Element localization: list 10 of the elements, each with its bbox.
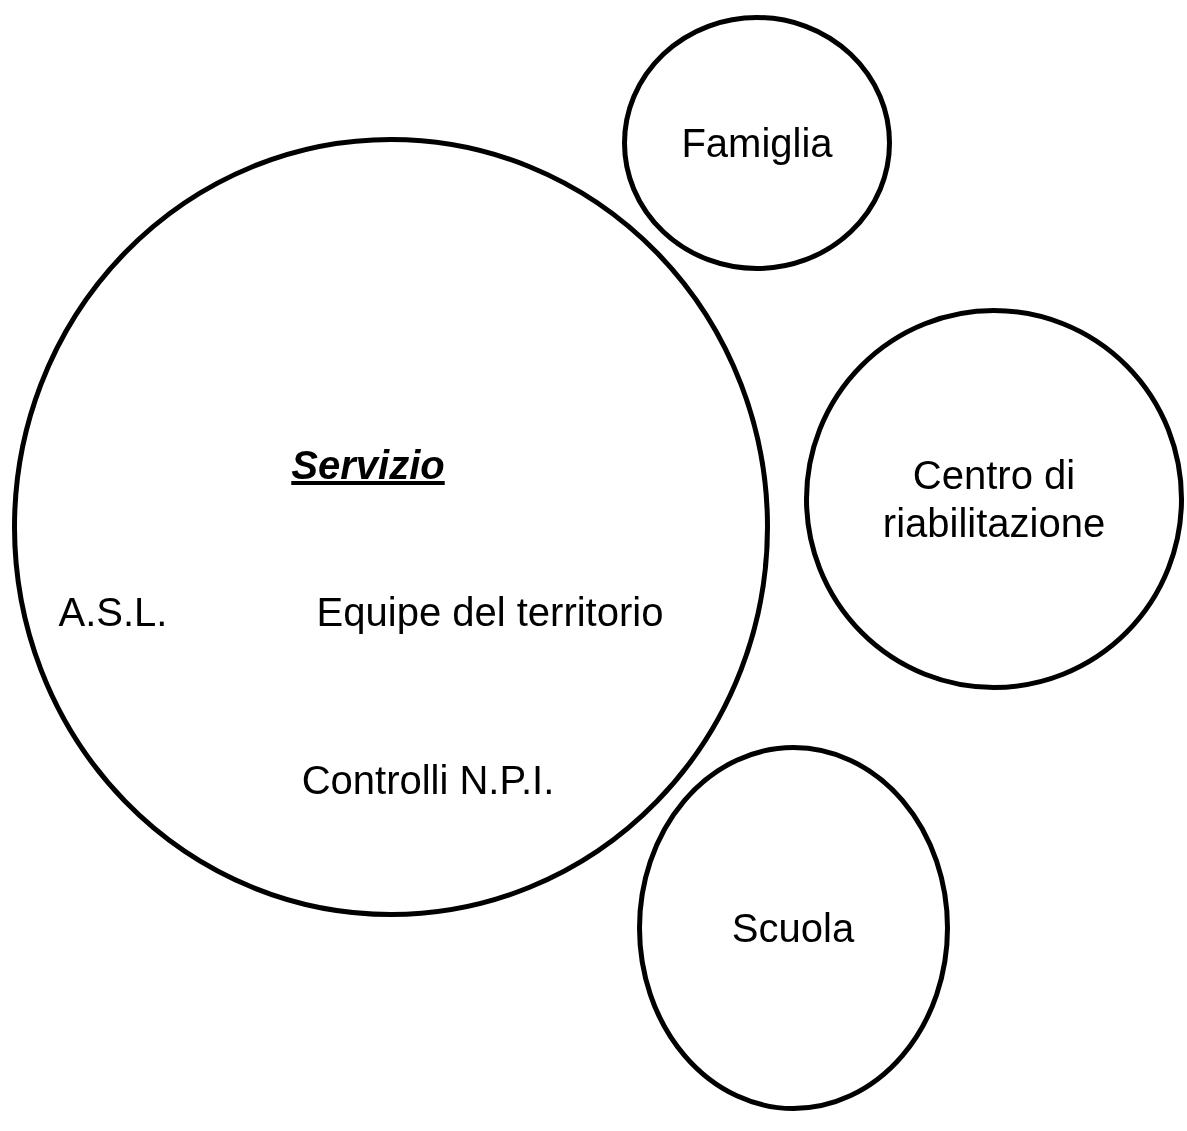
heading-text: Servizio (291, 442, 445, 489)
circle-outline (804, 308, 1184, 690)
circle-outline (637, 745, 950, 1111)
node-label: Controlli N.P.I. (301, 757, 555, 804)
circle-outline (622, 15, 892, 271)
node-label: Centro di riabilitazione (881, 452, 1107, 547)
node-label: Famiglia (681, 120, 833, 167)
node-label: A.S.L. (58, 589, 168, 636)
node-label: Equipe del territorio (316, 589, 664, 636)
node-label: Scuola (731, 905, 855, 952)
